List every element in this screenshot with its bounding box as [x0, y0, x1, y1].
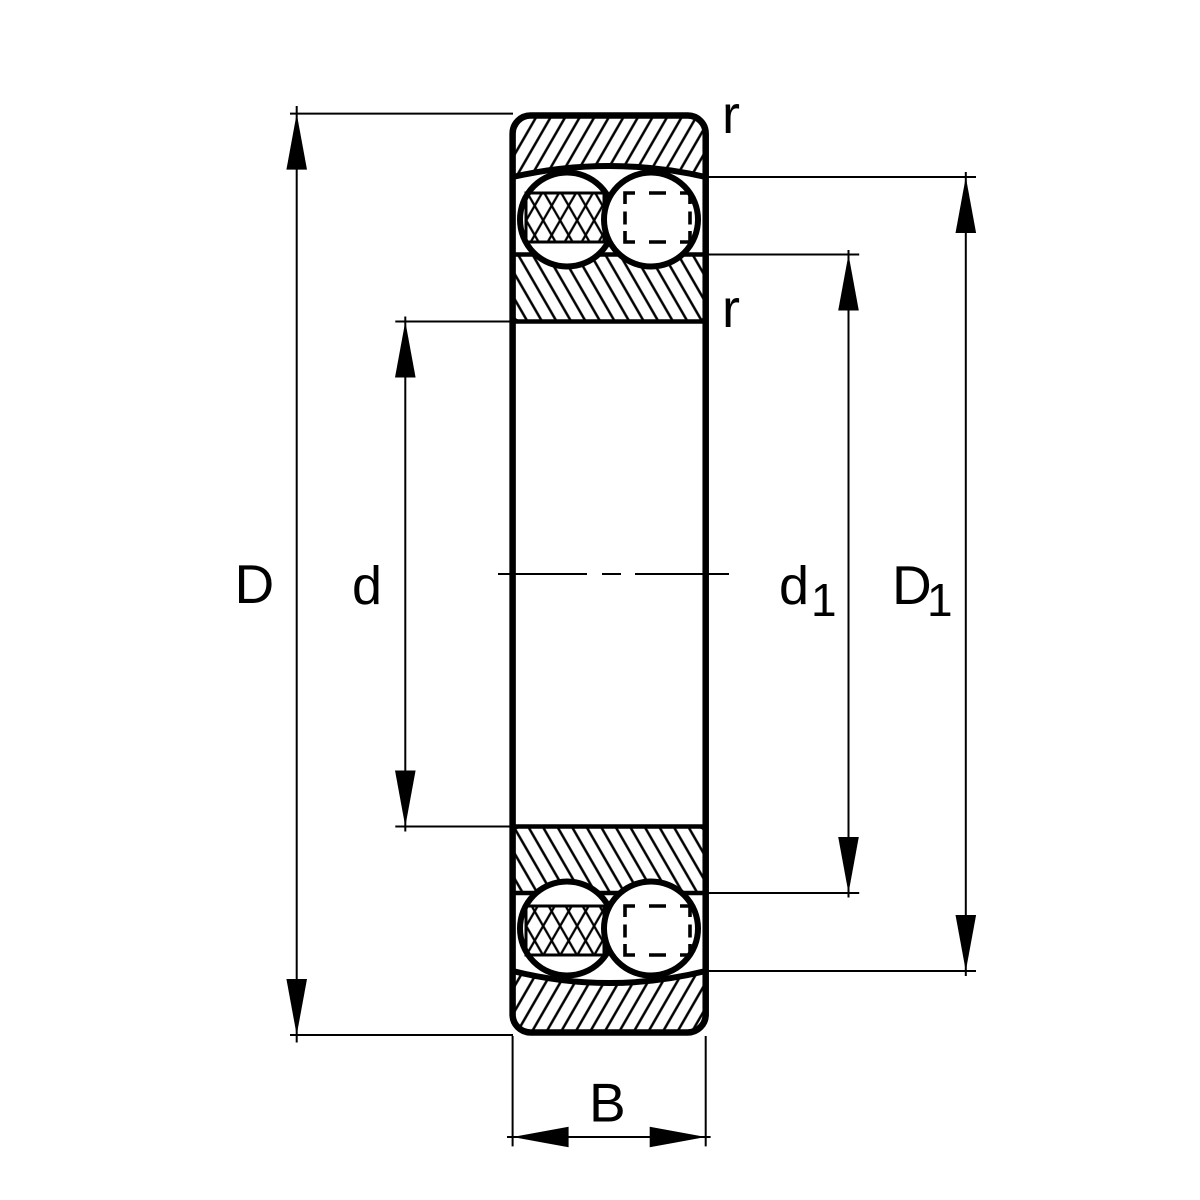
svg-text:1: 1	[811, 574, 837, 626]
svg-text:r: r	[722, 85, 740, 145]
svg-text:r: r	[722, 279, 740, 339]
svg-text:B: B	[589, 1072, 626, 1134]
svg-text:D: D	[892, 554, 932, 616]
svg-text:D: D	[235, 553, 275, 615]
svg-text:d: d	[779, 556, 809, 616]
svg-text:d: d	[352, 556, 382, 616]
svg-text:1: 1	[927, 574, 953, 626]
